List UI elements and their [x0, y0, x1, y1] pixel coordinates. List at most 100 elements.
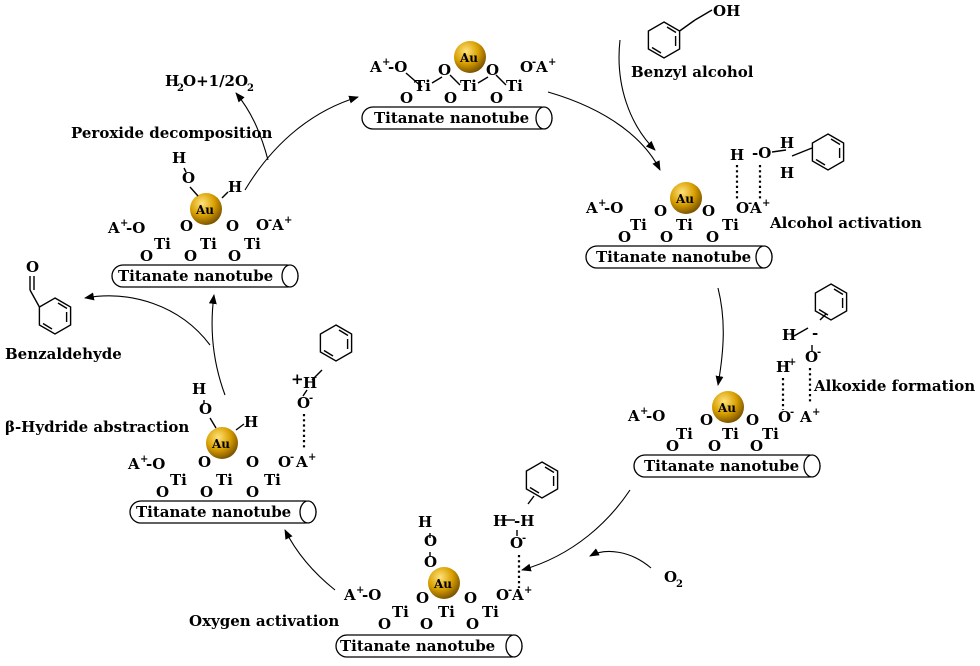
svg-text:-O: -O [752, 144, 771, 162]
svg-text:Ti: Ti [676, 425, 693, 443]
svg-text:+: + [548, 57, 556, 68]
catalyst-unit-peroxide-decomposition: Au A+ -O Ti O Ti O Ti O- A+ O O O Titana… [107, 193, 299, 288]
gold-nanoparticle [454, 41, 486, 73]
svg-text:O: O [444, 89, 457, 107]
svg-text:A: A [749, 199, 762, 217]
svg-text:Au: Au [195, 203, 214, 217]
water-oxygen-product-label: H 2 O+1/2O 2 [165, 72, 254, 94]
svg-text:-: - [309, 393, 313, 404]
alcohol-activation-label: Alcohol activation [769, 214, 922, 232]
svg-text:O: O [246, 483, 259, 501]
benzyl-alcohol-label: Benzyl alcohol [631, 63, 754, 81]
peroxo-intermediate: H O O H -H O- [418, 461, 559, 588]
svg-text:A: A [511, 586, 524, 604]
svg-text:H: H [172, 149, 186, 167]
hydroxyl-label: OH [713, 2, 740, 20]
svg-text:O: O [140, 247, 153, 265]
benzyl-alcohol-molecule: OH [647, 2, 740, 59]
svg-text:+: + [762, 198, 770, 209]
svg-text:O: O [424, 532, 437, 550]
svg-text:Titanate nanotube: Titanate nanotube [340, 637, 495, 655]
svg-text:O: O [778, 408, 791, 426]
adsorbed-benzyl-alcohol: H -O H H [730, 133, 845, 200]
svg-text:-: - [290, 452, 294, 463]
svg-text:Ti: Ti [154, 235, 171, 253]
svg-text:+: + [524, 585, 532, 596]
svg-text:O: O [708, 437, 721, 455]
svg-text:Ti: Ti [200, 235, 217, 253]
svg-text:Ti: Ti [216, 471, 233, 489]
svg-text:A: A [295, 453, 308, 471]
svg-text:A: A [627, 407, 640, 425]
svg-text:-: - [790, 407, 794, 418]
svg-text:Ti: Ti [482, 603, 499, 621]
svg-text:O: O [746, 411, 759, 429]
svg-text:O: O [26, 258, 39, 276]
svg-text:Titanate nanotube: Titanate nanotube [596, 248, 751, 266]
svg-text:O: O [182, 169, 195, 187]
svg-text:A: A [369, 58, 382, 76]
svg-text:-O: -O [362, 586, 381, 604]
svg-text:O: O [438, 61, 451, 79]
svg-text:-: - [812, 324, 818, 342]
side-arrows [84, 39, 656, 569]
svg-text:O: O [200, 483, 213, 501]
svg-text:+: + [598, 198, 606, 209]
titanate-nanotube-label: Titanate nanotube [374, 109, 529, 127]
catalyst-unit-alcohol-activation: Au A+ -O Ti O Ti O Ti O- A+ O O O Titana… [585, 182, 773, 269]
svg-text:+: + [356, 585, 364, 596]
svg-text:Ti: Ti [722, 425, 739, 443]
svg-text:H: H [776, 358, 790, 376]
peroxide-decomposition-label: Peroxide decomposition [71, 124, 273, 142]
svg-text:Ti: Ti [392, 603, 409, 621]
alkoxide-intermediate: H - O- H+ [776, 283, 848, 410]
svg-text:Au: Au [459, 51, 478, 65]
oxygen-activation-label: Oxygen activation [189, 612, 339, 630]
svg-text:-: - [522, 533, 526, 544]
svg-text:-: - [817, 347, 821, 358]
svg-text:Ti: Ti [414, 77, 431, 95]
benzaldehyde-molecule: O [26, 258, 72, 335]
catalyst-unit-top: Au A+ -O Ti O Ti O Ti O- A+ O O O Titana… [361, 41, 556, 130]
svg-text:+: + [308, 452, 316, 463]
svg-text:O: O [180, 217, 193, 235]
svg-text:O: O [618, 228, 631, 246]
svg-text:A: A [127, 455, 140, 473]
svg-text:Titanate nanotube: Titanate nanotube [136, 503, 291, 521]
svg-text:H: H [493, 512, 507, 530]
svg-text:-O: -O [604, 199, 623, 217]
svg-text:O: O [654, 202, 667, 220]
svg-text:O: O [199, 400, 212, 418]
svg-text:O: O [520, 58, 533, 76]
svg-text:O: O [700, 411, 713, 429]
svg-text:-H: -H [514, 512, 534, 530]
svg-text:O: O [424, 553, 437, 571]
alkoxide-formation-label: Alkoxide formation [813, 377, 975, 395]
cycle-arrows [208, 91, 724, 591]
hydride-abstraction-intermediate: H O H + H O- [192, 324, 353, 450]
svg-text:H: H [730, 146, 744, 164]
svg-text:A: A [343, 586, 356, 604]
svg-text:2: 2 [247, 83, 254, 94]
svg-text:O: O [246, 453, 259, 471]
svg-text:+: + [788, 357, 796, 368]
svg-text:Au: Au [717, 401, 736, 415]
svg-text:O: O [666, 437, 679, 455]
svg-text:H: H [780, 134, 794, 152]
svg-text:Titanate nanotube: Titanate nanotube [118, 267, 273, 285]
svg-text:O: O [420, 615, 433, 633]
svg-text:-O: -O [646, 407, 665, 425]
svg-text:H: H [418, 513, 432, 531]
svg-text:-: - [532, 57, 536, 68]
svg-text:+: + [284, 215, 292, 226]
svg-text:O: O [496, 586, 509, 604]
benzaldehyde-label: Benzaldehyde [5, 345, 122, 363]
svg-text:O: O [226, 217, 239, 235]
svg-text:O: O [278, 453, 291, 471]
svg-text:O: O [400, 89, 413, 107]
svg-text:H: H [782, 326, 796, 344]
svg-text:O: O [702, 202, 715, 220]
svg-text:O: O [198, 453, 211, 471]
